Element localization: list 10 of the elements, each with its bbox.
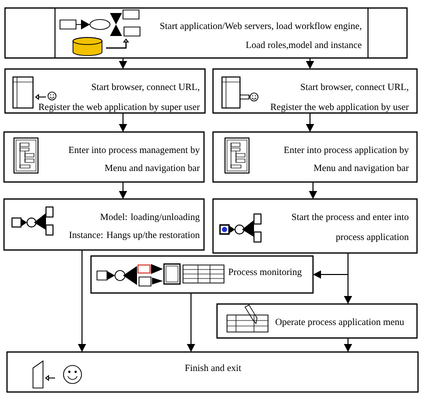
process-box: Start browser, connect URL, Register the web application by super user [4,68,206,114]
process-box: Enter into process application by Menu and navigation bar [212,131,418,183]
process-box: Model: loading/unloading Instance: Hangs up/the restoration [3,198,205,251]
process-box: Operate process application menu [216,303,418,339]
process-box: Process monitoring [90,255,314,294]
process-box: Enter into process management by Menu and navigation bar [3,131,205,183]
process-box: Start the process and enter into process application [212,198,418,254]
process-box: Start browser, connect URL, Register the web application by user [212,68,418,114]
process-box: Finish and exit [6,351,419,393]
process-box: Start application/Web servers, load workflow engine, Load roles,model and instance [4,7,408,59]
